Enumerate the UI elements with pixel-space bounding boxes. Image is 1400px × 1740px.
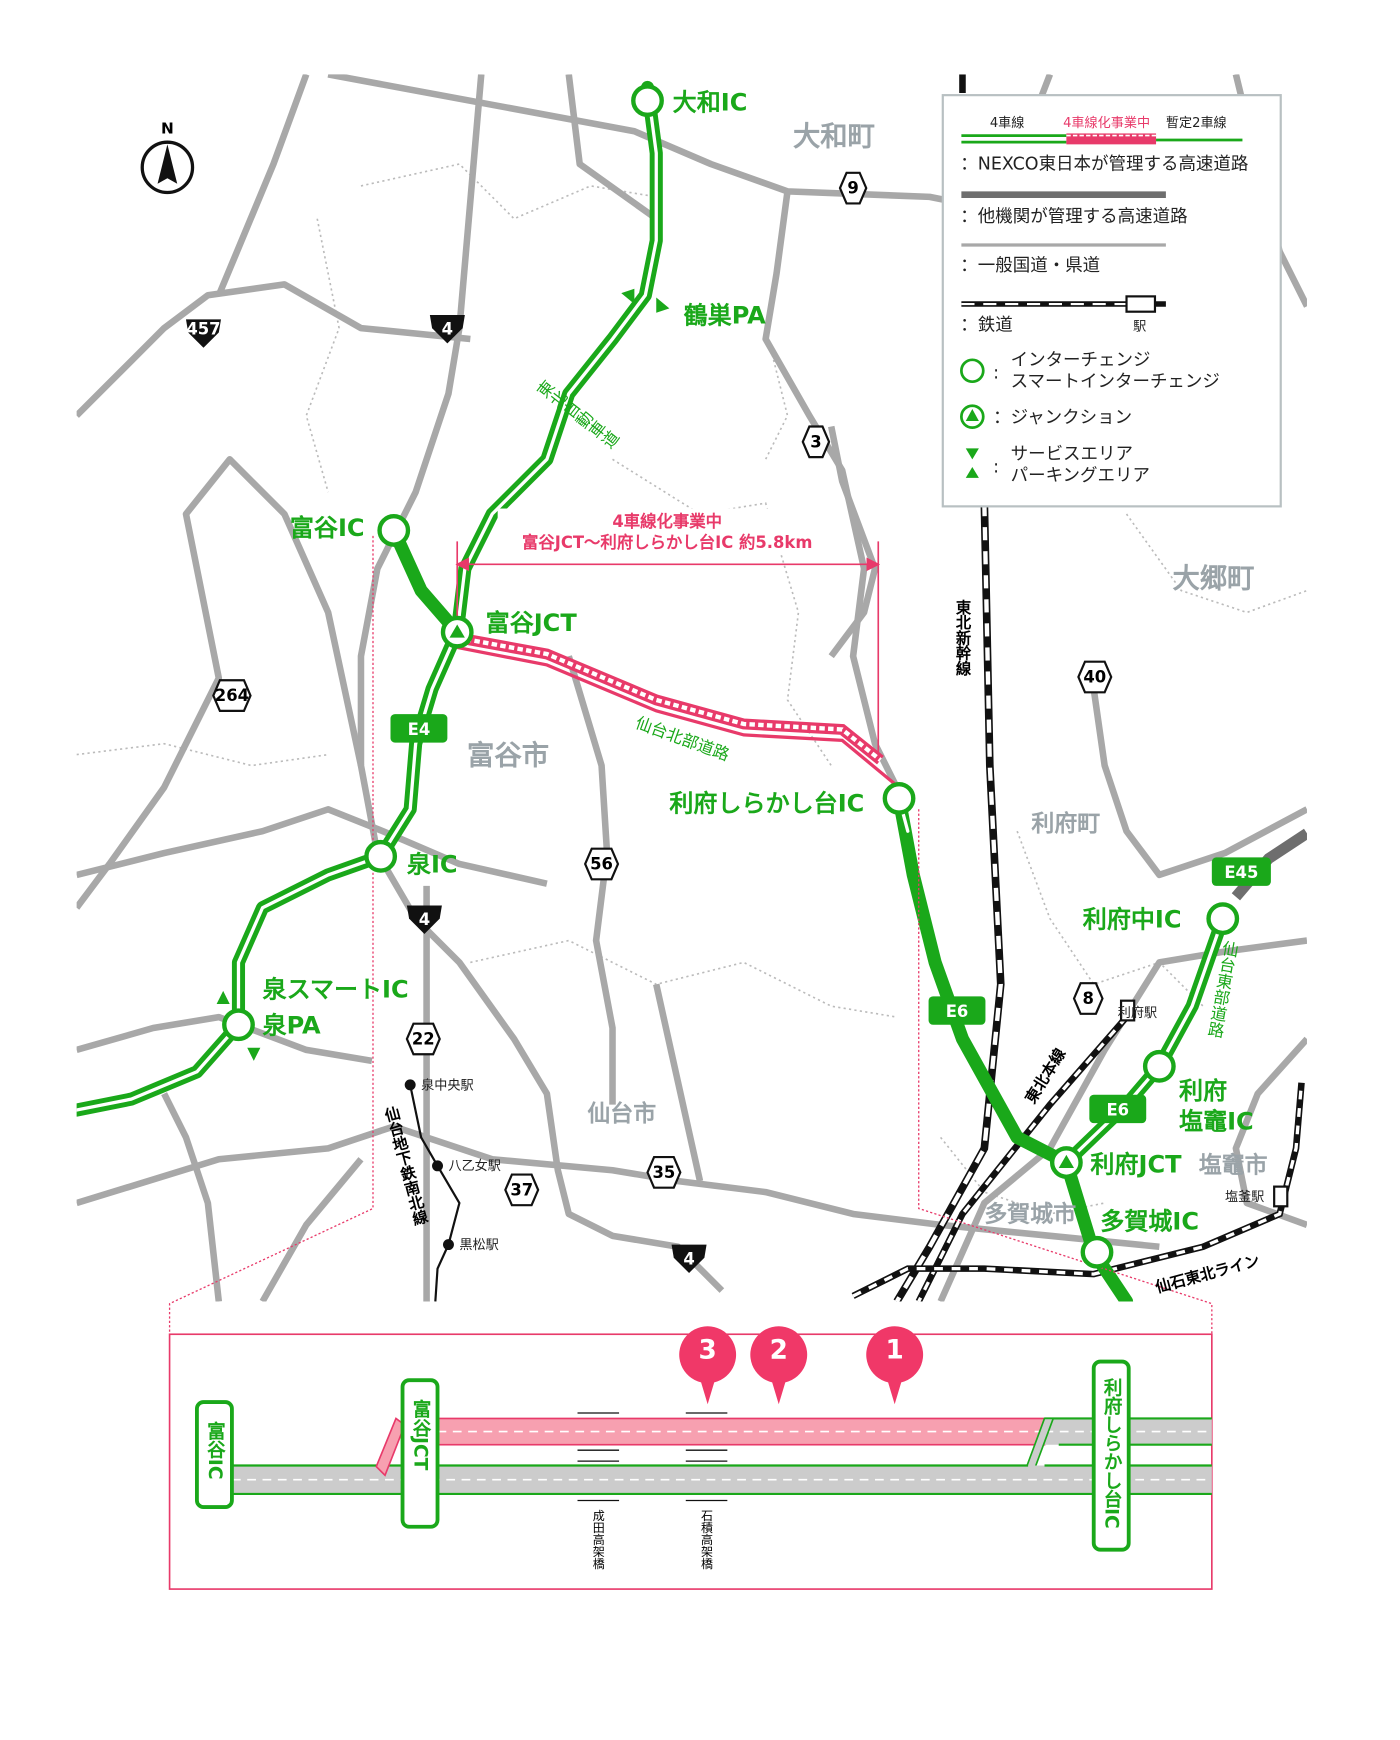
label-rifu-shiogama-ic-1: 利府 (1179, 1077, 1227, 1105)
route-56: 56 (590, 854, 613, 873)
legend-ic: インターチェンジ (1011, 350, 1151, 370)
north-compass-icon: N (140, 119, 195, 195)
project-span-arrow (455, 541, 881, 755)
route-22: 22 (412, 1029, 435, 1048)
station-rifu: 利府駅 (1118, 1005, 1157, 1021)
marker-number: 3 (699, 1335, 717, 1365)
location-marker-2[interactable]: 2 (750, 1326, 808, 1405)
location-marker-1[interactable]: 1 (866, 1326, 924, 1405)
legend-sa-pa-icon (965, 448, 979, 478)
legend-lane4-work-label: 4車線化事業中 (1063, 115, 1150, 131)
shield-e45: E45 (1224, 863, 1258, 882)
railways (409, 74, 1305, 1302)
label-taiwa: 大和町 (793, 121, 875, 152)
legend-lane2-label: 暫定2車線 (1166, 115, 1227, 131)
label-tohoku-shinkansen: 東北新幹線 (953, 599, 971, 677)
route-9: 9 (847, 179, 858, 198)
project-title: 4車線化事業中 (612, 512, 722, 531)
jct-triangle-icons (216, 288, 1075, 1169)
svg-text::: : (993, 363, 999, 383)
label-rifu-naka-ic: 利府中IC (1083, 905, 1182, 933)
shield-e4: E4 (408, 720, 431, 739)
marker-number: 1 (886, 1335, 904, 1365)
station-shiogama: 塩釜駅 (1225, 1189, 1264, 1205)
label-sendai: 仙台市 (587, 1100, 656, 1127)
route-35: 35 (653, 1163, 676, 1182)
label-subway-nanboku: 仙台地下鉄南北線 (381, 1104, 431, 1229)
route-4-a: 4 (442, 320, 453, 339)
label-tohoku-main-line: 東北本線 (1022, 1045, 1070, 1107)
route-4-c: 4 (683, 1249, 694, 1268)
bridge-narita: 成田高架橋 (591, 1509, 605, 1570)
label-osato: 大郷町 (1172, 563, 1254, 594)
legend-ic-icon (960, 358, 985, 384)
legend: 4車線 4車線化事業中 暫定2車線 ：NEXCO東日本が管理する高速道路 ：他機… (941, 94, 1282, 508)
legend-railway: ：鉄道 (960, 315, 1012, 335)
route-4-b: 4 (419, 910, 430, 929)
label-tsurusu-pa: 鶴巣PA (684, 302, 767, 330)
label-rifu: 利府町 (1031, 810, 1100, 837)
label-tomiya-jct: 富谷JCT (486, 609, 578, 637)
four-lane-project-section (456, 632, 901, 789)
inset-tomiya-ic: 富谷IC (204, 1421, 225, 1479)
marker-number: 2 (770, 1335, 788, 1365)
legend-lane4-label: 4車線 (990, 115, 1025, 131)
svg-text::: : (993, 457, 999, 477)
route-264: 264 (215, 686, 249, 705)
label-tomiya: 富谷市 (467, 739, 549, 771)
route-40: 40 (1083, 667, 1106, 686)
route-3: 3 (810, 432, 821, 451)
label-rifu-shirakashidai-ic: 利府しらかし台IC (669, 789, 864, 817)
pa-triangle-icon (621, 288, 670, 313)
legend-smart-ic: スマートインターチェンジ (1011, 372, 1220, 392)
pa-triangle-icon (216, 990, 261, 1061)
station-kuromatsu: 黒松駅 (459, 1237, 498, 1253)
municipality-labels: 大和町 大郷町 富谷市 利府町 仙台市 塩竈市 多賀城市 (467, 121, 1268, 1227)
municipal-boundaries (76, 163, 1307, 1215)
label-izumi-pa: 泉PA (263, 1012, 321, 1040)
station-markers (404, 999, 1289, 1251)
station-labels: 泉中央駅 八乙女駅 黒松駅 利府駅 塩釜駅 (421, 1005, 1264, 1253)
legend-other-expressway: ：他機関が管理する高速道路 (960, 207, 1187, 227)
inset-guide-lines (168, 535, 1213, 1335)
ic-labels: 大和IC 鶴巣PA 富谷IC 富谷JCT 泉IC 泉スマートIC 泉PA 利府し… (263, 88, 1254, 1235)
legend-station: 駅 (1133, 319, 1146, 334)
inset-rifu-shirakashidai-ic: 利府しらかし台IC (1101, 1377, 1122, 1528)
legend-nexco: ：NEXCO東日本が管理する高速道路 (960, 155, 1248, 175)
label-tagajo-ic: 多賀城IC (1100, 1207, 1199, 1235)
bridge-ishizumi: 石積高架橋 (700, 1509, 714, 1570)
station-izumi-chuo: 泉中央駅 (421, 1076, 473, 1093)
general-roads (76, 74, 1307, 1302)
legend-general-road: ：一般国道・県道 (960, 256, 1100, 276)
label-rifu-shiogama-ic-2: 塩竈IC (1179, 1108, 1254, 1136)
expressway-route-shields: E4 E6 E6 E45 (390, 714, 1271, 1124)
route-37: 37 (510, 1180, 533, 1199)
location-marker-3[interactable]: 3 (679, 1326, 737, 1405)
label-tagajo: 多賀城市 (984, 1201, 1076, 1228)
inset-schematic: 成田高架橋 石積高架橋 富谷IC 富谷JCT 利府しらかし台IC 3 2 1 (168, 1326, 1213, 1590)
label-izumi-smart-ic: 泉スマートIC (263, 975, 409, 1003)
route-8: 8 (1083, 989, 1094, 1008)
route-457: 457 (186, 320, 220, 339)
prefectural-route-numbers: 9 3 264 40 56 8 22 37 35 (215, 179, 1106, 1200)
national-route-shields: 457 4 4 4 (185, 314, 707, 1274)
shield-e6-lower: E6 (1106, 1101, 1129, 1120)
label-shiogama: 塩竈市 (1199, 1151, 1268, 1178)
inset-tomiya-jct: 富谷JCT (410, 1399, 431, 1470)
shield-e6-upper: E6 (946, 1002, 969, 1021)
label-izumi-ic: 泉IC (407, 851, 458, 879)
legend-sa: サービスエリア (1011, 444, 1133, 464)
label-rifu-jct: 利府JCT (1090, 1150, 1182, 1178)
bridge-marks (577, 1412, 728, 1502)
legend-jct: ：ジャンクション (993, 408, 1132, 428)
label-tomiya-ic: 富谷IC (290, 514, 365, 542)
label-yamato-ic: 大和IC (673, 88, 748, 116)
ic-symbols (222, 84, 1240, 1269)
prefectural-route-signs (212, 171, 1113, 1207)
station-yaotome: 八乙女駅 (448, 1157, 500, 1174)
compass-label: N (161, 119, 174, 137)
legend-pa: パーキングエリア (1011, 466, 1150, 486)
project-section: 富谷JCT～利府しらかし台IC 約5.8km (522, 533, 812, 552)
